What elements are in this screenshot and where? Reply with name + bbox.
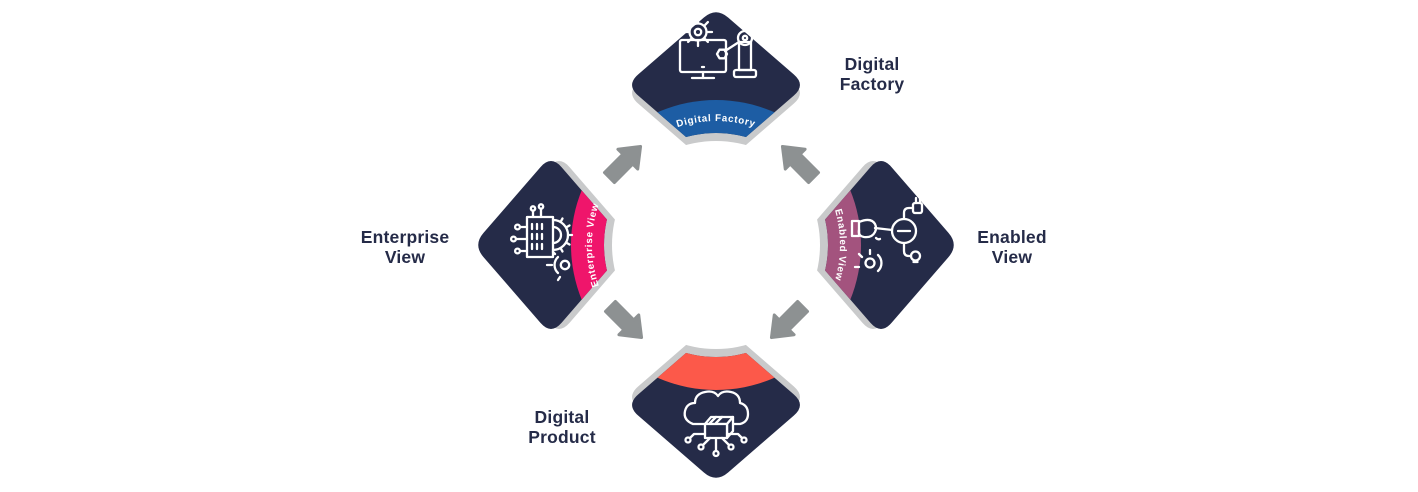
label-line: Digital (844, 54, 900, 74)
node-label-enabled-view: Enabled View (977, 227, 1046, 267)
arrow-enterprise-to-product (603, 299, 644, 340)
node-label-digital-factory: Digital Factory (840, 54, 905, 94)
label-line: View (384, 247, 426, 267)
digital-product-icon (683, 390, 750, 458)
label-line: Factory (839, 74, 905, 94)
node-label-digital-product: Digital Product (528, 407, 596, 447)
label-line: Product (528, 427, 596, 447)
enabled-view-icon (850, 196, 924, 273)
arrow-enterprise-to-factory (602, 144, 643, 185)
label-line: Digital (534, 407, 590, 427)
arrow-enabled-to-product (769, 299, 810, 340)
enterprise-view-icon (509, 203, 574, 282)
digital-factory-icon (678, 16, 758, 80)
label-line: View (991, 247, 1033, 267)
label-line: Enterprise (360, 227, 450, 247)
enterprise-band-label: Enterprise View (583, 201, 601, 288)
label-line: Enabled (977, 227, 1047, 247)
node-label-enterprise-view: Enterprise View (361, 227, 450, 267)
enabled-band-label: Enabled View (833, 208, 849, 283)
arrow-enabled-to-factory (780, 144, 821, 185)
